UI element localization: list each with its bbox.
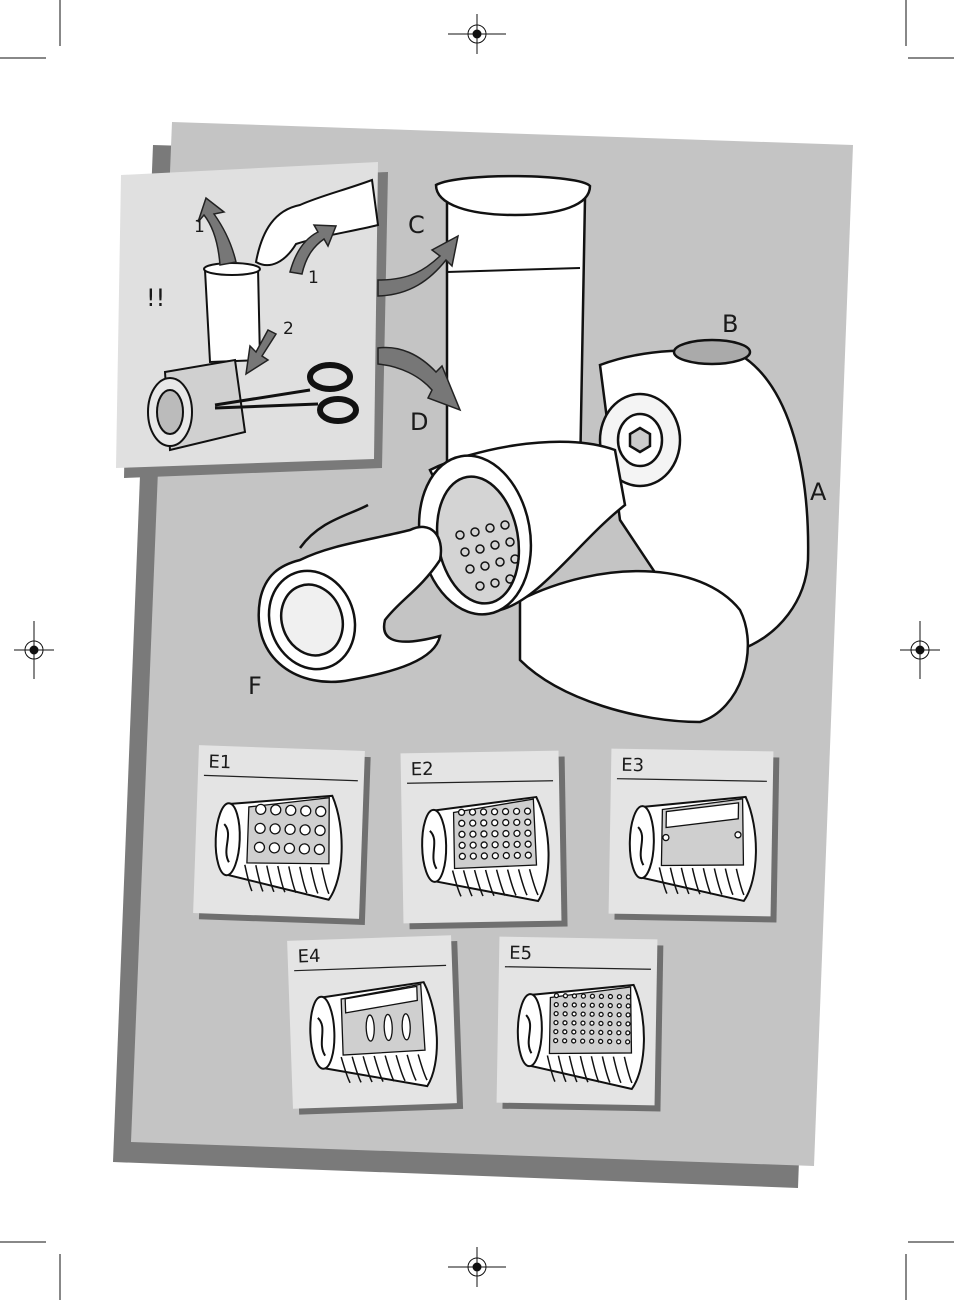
grater-surface-slicer-blade — [661, 797, 744, 866]
step-1-label-right: 1 — [308, 268, 319, 288]
registration-mark-top — [448, 14, 506, 54]
inset-warning: !! — [146, 284, 165, 312]
part-label-c: C — [408, 211, 425, 239]
grater-surface-large-holes — [247, 795, 331, 866]
cone-label: E4 — [297, 946, 321, 968]
cone-card-e1: E1 — [193, 745, 371, 925]
cone-card-e4: E4 — [287, 935, 463, 1115]
part-label-a: A — [810, 478, 827, 506]
part-label-f: F — [248, 672, 262, 700]
cone-label: E5 — [509, 943, 532, 964]
cone-label: E2 — [411, 759, 434, 780]
grater-surface-fine-holes — [549, 986, 632, 1055]
part-label-d: D — [410, 408, 428, 436]
cone-label: E1 — [208, 751, 232, 773]
registration-mark-left — [14, 621, 54, 679]
part-label-b: B — [722, 310, 738, 338]
step-1-label-left: 1 — [194, 217, 205, 237]
step-2-label: 2 — [283, 319, 294, 339]
registration-mark-right — [900, 621, 940, 679]
cone-card-e2: E2 — [401, 751, 568, 930]
cone-label: E3 — [621, 755, 644, 776]
registration-mark-bottom — [448, 1247, 506, 1287]
cone-card-e5: E5 — [496, 937, 663, 1112]
cone-card-e3: E3 — [608, 749, 779, 923]
